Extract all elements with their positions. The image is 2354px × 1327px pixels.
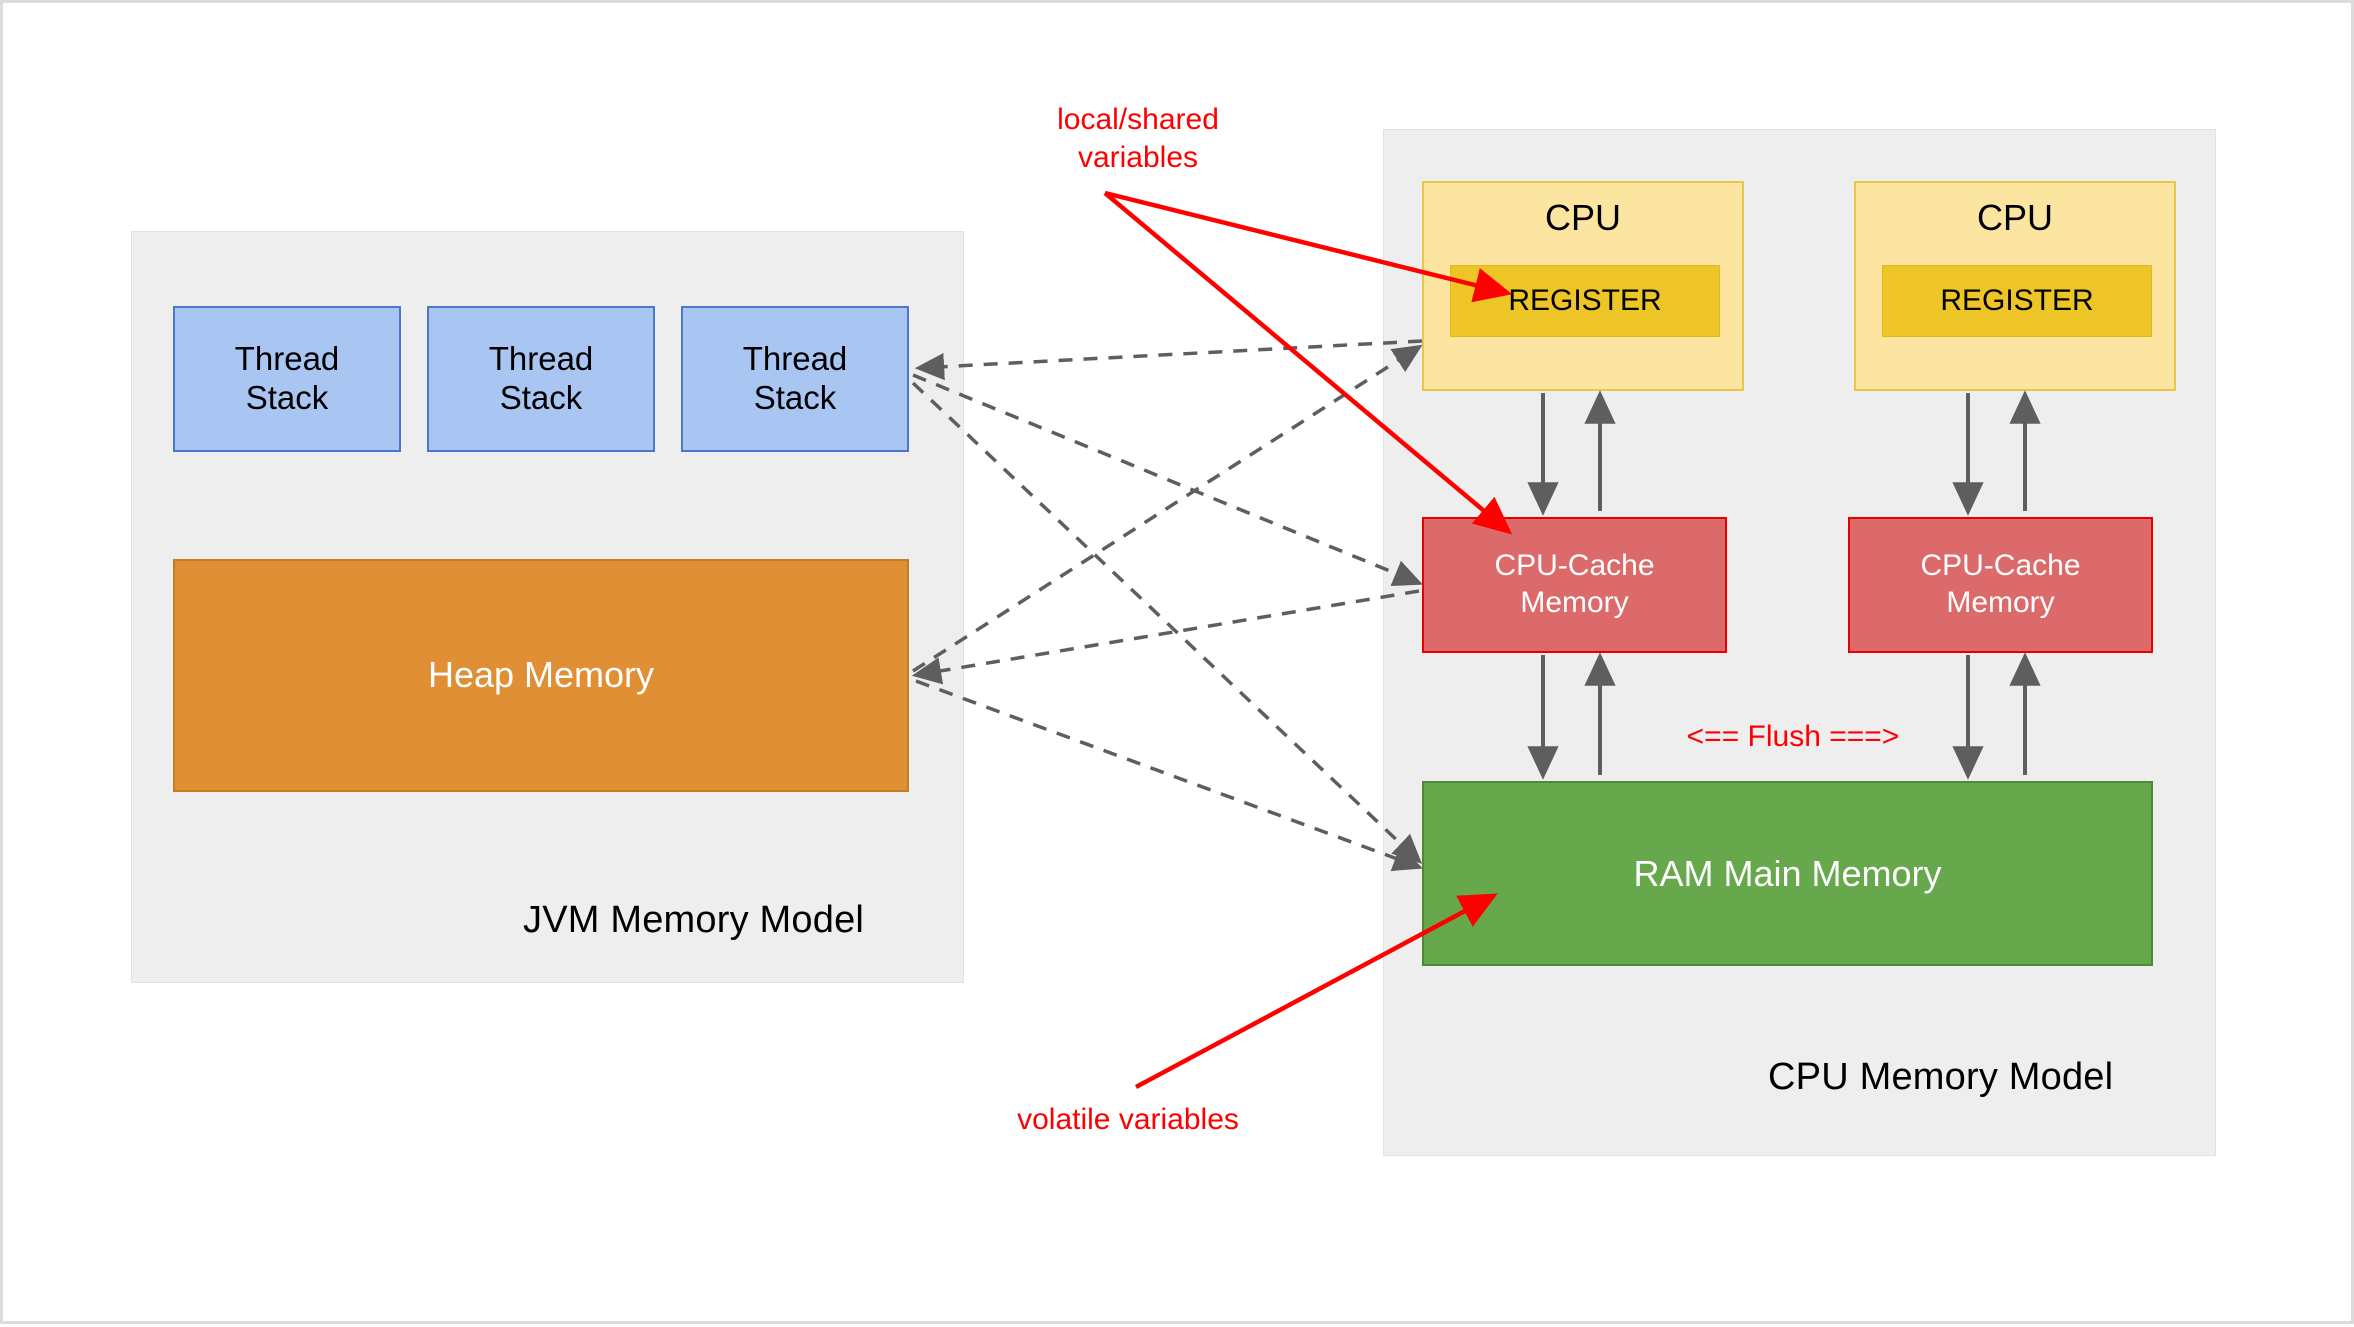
- jvm-memory-model-label: JVM Memory Model: [523, 899, 865, 941]
- cpu-cache-label-2: CPU-Cache Memory: [1920, 549, 2081, 619]
- arrow-register-to-thread-stack: [914, 339, 1423, 381]
- arrow-thread-stack-to-cpu-cache: [912, 373, 1423, 587]
- cpu-memory-model-label: CPU Memory Model: [1768, 1056, 2114, 1098]
- dashed-connectors: [911, 339, 1423, 872]
- arrow-cpu-cache-to-heap: [911, 589, 1420, 685]
- cpu-cache-memory-box-2: CPU-Cache Memory: [1848, 517, 2153, 653]
- thread-stack-box-1: Thread Stack: [173, 306, 401, 452]
- arrow-thread-stack-to-ram: [911, 381, 1423, 864]
- thread-stack-box-2: Thread Stack: [427, 306, 655, 452]
- cpu-cache-memory-box-1: CPU-Cache Memory: [1422, 517, 1727, 653]
- cpu-core-box-2: CPU REGISTER: [1854, 181, 2176, 391]
- arrow-heap-to-register: [912, 344, 1423, 673]
- thread-stack-box-3: Thread Stack: [681, 306, 909, 452]
- ram-main-memory-label: RAM Main Memory: [1633, 852, 1942, 894]
- heap-memory-box: Heap Memory: [173, 559, 909, 792]
- register-label-2: REGISTER: [1940, 284, 2094, 317]
- thread-stack-label-1: Thread Stack: [234, 340, 340, 416]
- arrow-heap-to-ram: [915, 679, 1423, 872]
- flush-annotation: <== Flush ===>: [1686, 720, 1900, 753]
- ram-main-memory-box: RAM Main Memory: [1422, 781, 2153, 966]
- thread-stack-label-3: Thread Stack: [742, 340, 848, 416]
- volatile-variables-annotation: volatile variables: [1017, 1103, 1239, 1136]
- register-box-2: REGISTER: [1882, 265, 2152, 337]
- register-box-1: REGISTER: [1450, 265, 1720, 337]
- cpu-core-box-1: CPU REGISTER: [1422, 181, 1744, 391]
- cpu-cache-label-1: CPU-Cache Memory: [1494, 549, 1655, 619]
- cpu-title-2: CPU: [1976, 197, 2053, 238]
- local-shared-variables-annotation: local/shared variables: [1057, 103, 1219, 174]
- heap-memory-label: Heap Memory: [427, 654, 655, 696]
- register-label-1: REGISTER: [1508, 284, 1662, 317]
- thread-stack-label-2: Thread Stack: [488, 340, 594, 416]
- cpu-title-1: CPU: [1544, 197, 1621, 238]
